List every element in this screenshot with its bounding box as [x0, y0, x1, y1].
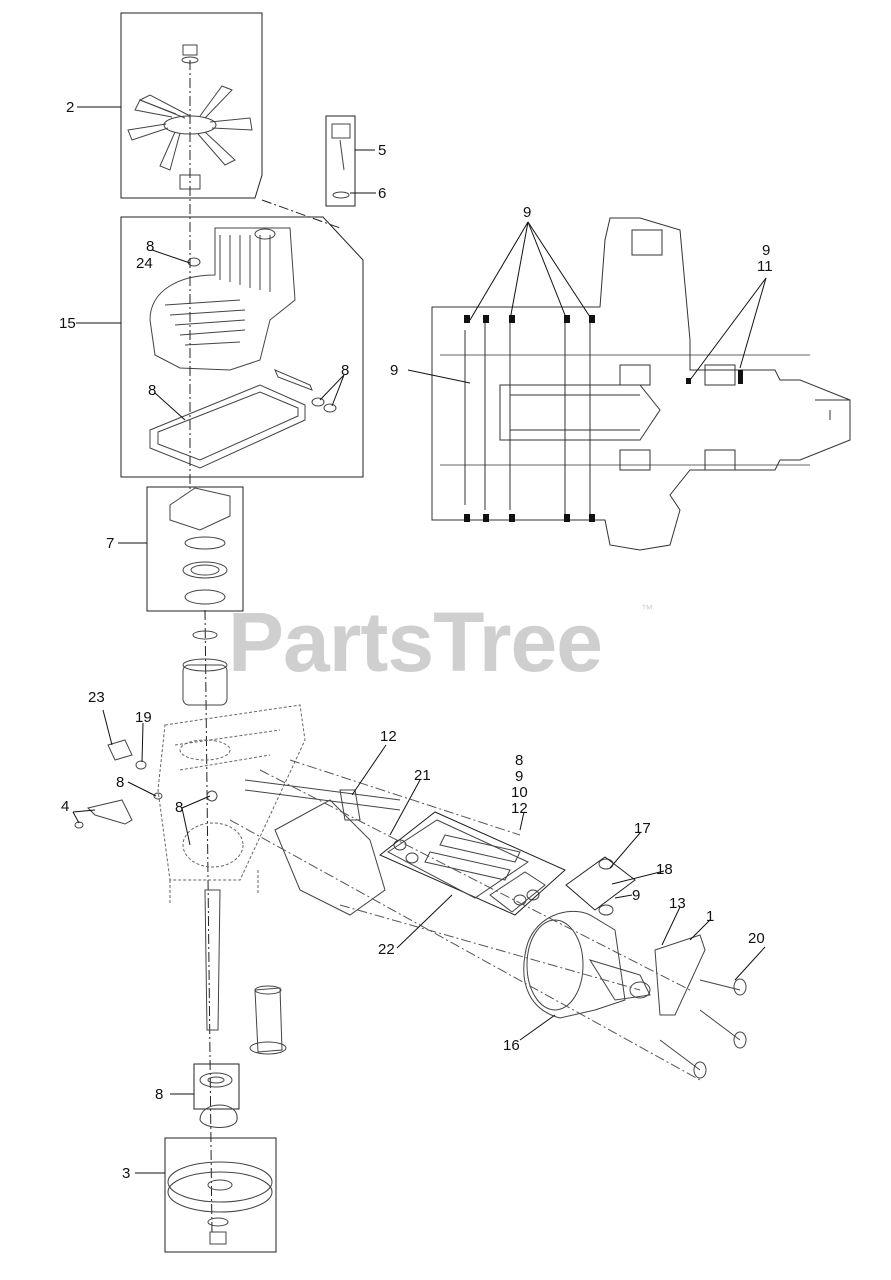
callout-7[interactable]: 7: [106, 535, 115, 552]
callout-15[interactable]: 15: [59, 315, 76, 332]
callout-2[interactable]: 2: [66, 99, 75, 116]
callout-4[interactable]: 4: [61, 798, 70, 815]
callout-20[interactable]: 20: [748, 930, 765, 947]
watermark-text: PartsTree: [228, 595, 603, 689]
callout-9-left[interactable]: 9: [390, 362, 399, 379]
callout-21[interactable]: 21: [414, 767, 431, 784]
section-seal-marks: [464, 315, 743, 522]
callout-11[interactable]: 11: [757, 258, 773, 275]
callout-9-e[interactable]: 9: [632, 887, 641, 904]
pulley-part: [167, 1161, 273, 1245]
pulley-group-box: [164, 1137, 277, 1253]
callout-8-b[interactable]: 8: [148, 382, 157, 399]
callout-9-d[interactable]: 9: [515, 768, 524, 785]
callout-18[interactable]: 18: [656, 861, 673, 878]
callout-13[interactable]: 13: [669, 895, 686, 912]
callout-8-g[interactable]: 8: [155, 1086, 164, 1103]
lower-phantom-assembly: [157, 704, 306, 905]
callout-24[interactable]: 24: [136, 255, 153, 272]
fan-group-box: [120, 12, 263, 199]
callout-17[interactable]: 17: [634, 820, 651, 837]
callout-8-d[interactable]: 8: [515, 752, 524, 769]
callout-12-b[interactable]: 12: [511, 800, 528, 817]
callout-10[interactable]: 10: [511, 784, 528, 801]
bearing-part: [169, 487, 231, 605]
callout-23[interactable]: 23: [88, 689, 105, 706]
callout-8-c[interactable]: 8: [341, 362, 350, 379]
housing-part: [149, 227, 337, 469]
callout-8-a[interactable]: 8: [146, 238, 155, 255]
watermark-trademark: ™: [641, 602, 653, 616]
callout-12-a[interactable]: 12: [380, 728, 397, 745]
callout-9-top[interactable]: 9: [523, 204, 532, 221]
callout-3[interactable]: 3: [122, 1165, 131, 1182]
bearing-lower-box: [193, 1063, 240, 1110]
callout-1[interactable]: 1: [706, 908, 715, 925]
dipstick-group-box: [325, 115, 356, 207]
callout-5[interactable]: 5: [378, 142, 387, 159]
housing-group-box: [120, 216, 364, 478]
section-view: [431, 217, 851, 551]
callout-9-right[interactable]: 9: [762, 242, 771, 259]
lower-parts: [74, 630, 747, 1079]
callout-6[interactable]: 6: [378, 185, 387, 202]
seal-kit-box: [379, 811, 566, 916]
bearing-group-box: [146, 486, 244, 612]
callout-8-f[interactable]: 8: [175, 799, 184, 816]
callout-22[interactable]: 22: [378, 941, 395, 958]
callout-19[interactable]: 19: [135, 709, 152, 726]
callout-8-e[interactable]: 8: [116, 774, 125, 791]
callout-16[interactable]: 16: [503, 1037, 520, 1054]
check-valve-box: [565, 856, 636, 911]
